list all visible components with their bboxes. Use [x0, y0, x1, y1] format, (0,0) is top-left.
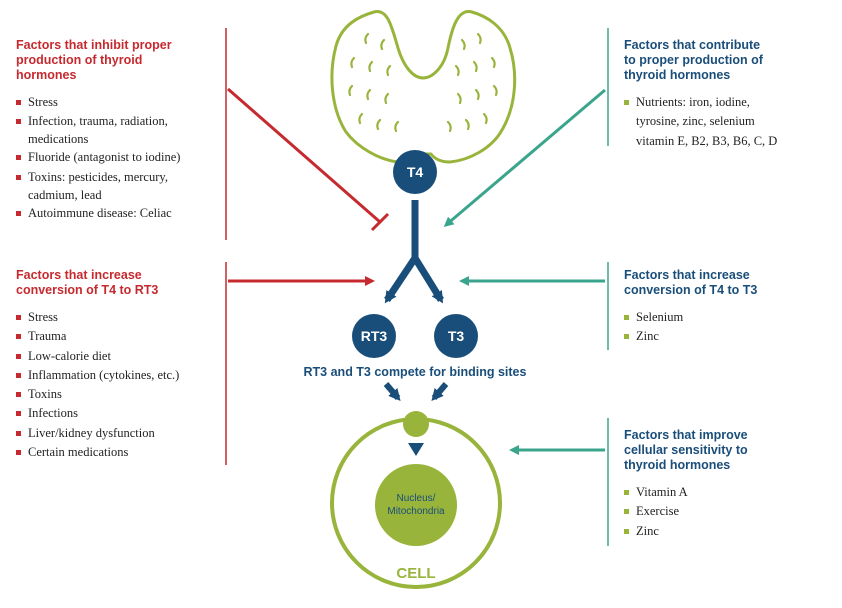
increase-t3-panel: Factors that increase conversion of T4 t… [624, 268, 834, 347]
increase-t3-list: Selenium Zinc [624, 308, 834, 347]
bullet-icon [16, 155, 21, 161]
list-item: Certain medications [16, 443, 221, 462]
bullet-icon [16, 450, 21, 456]
list-item: Fluoride (antagonist to iodine) [16, 148, 221, 167]
increase-rt3-list: Stress Trauma Low-calorie diet Inflammat… [16, 308, 221, 462]
bullet-icon [16, 372, 21, 378]
cellular-sensitivity-panel: Factors that improve cellular sensitivit… [624, 428, 834, 541]
receptor-arrow-icon [408, 443, 424, 456]
list-item: Stress [16, 308, 221, 327]
conversion-arrows [384, 200, 444, 304]
list-item: Trauma [16, 327, 221, 346]
bullet-icon [624, 528, 629, 534]
list-item: Exercise [624, 502, 834, 521]
binding-arrows [383, 382, 449, 402]
nucleus-label-line2: Mitochondria [387, 506, 445, 517]
inhibit-production-title: Factors that inhibit proper production o… [16, 38, 172, 82]
t3-label: T3 [448, 328, 465, 344]
bullet-icon [16, 100, 21, 105]
rt3-node: RT3 [352, 314, 396, 358]
t3-node: T3 [434, 314, 478, 358]
increase-rt3-panel: Factors that increase conversion of T4 t… [16, 268, 221, 462]
nucleus [375, 464, 457, 546]
bullet-icon [16, 174, 21, 180]
bullet-icon [624, 334, 629, 340]
nucleus-label-line1: Nucleus/ [397, 493, 436, 504]
bullet-icon [624, 315, 629, 320]
bullet-icon [16, 430, 21, 436]
contribute-production-title: Factors that contribute to proper produc… [624, 38, 763, 82]
t4-node: T4 [393, 150, 437, 194]
bullet-icon [16, 334, 21, 340]
contribute-production-arrow [443, 88, 606, 227]
list-item: Vitamin A [624, 483, 834, 502]
bullet-icon [16, 353, 21, 359]
list-item: Liver/kidney dysfunction [16, 424, 221, 443]
list-item: Autoimmune disease: Celiac [16, 204, 221, 223]
cell-label: CELL [396, 565, 435, 582]
list-item: Infections [16, 404, 221, 423]
list-item: Toxins [16, 385, 221, 404]
increase-rt3-title: Factors that increase conversion of T4 t… [16, 268, 159, 297]
inhibit-production-connector [227, 87, 390, 232]
inhibit-production-panel: Factors that inhibit proper production o… [16, 38, 221, 223]
compete-caption: RT3 and T3 compete for binding sites [304, 365, 527, 379]
cellular-sensitivity-title: Factors that improve cellular sensitivit… [624, 428, 748, 472]
bullet-icon [624, 509, 629, 515]
list-item: Selenium [624, 308, 834, 327]
list-item: Inflammation (cytokines, etc.) [16, 366, 221, 385]
bullet-icon [624, 100, 629, 105]
contribute-production-panel: Factors that contribute to proper produc… [624, 38, 834, 151]
list-item: Nutrients: iron, iodine, tyrosine, zinc,… [624, 93, 834, 151]
list-item: Stress [16, 93, 221, 112]
bullet-icon [16, 210, 21, 216]
cellular-sensitivity-list: Vitamin A Exercise Zinc [624, 483, 834, 541]
rt3-label: RT3 [361, 328, 388, 344]
thyroid-gland-icon [330, 10, 517, 164]
receptor-node [403, 411, 429, 437]
list-item: Low-calorie diet [16, 347, 221, 366]
bullet-icon [16, 119, 21, 125]
bullet-icon [624, 490, 629, 495]
list-item: Zinc [624, 522, 834, 541]
contribute-production-list: Nutrients: iron, iodine, tyrosine, zinc,… [624, 93, 834, 151]
inhibit-production-list: Stress Infection, trauma, radiation, med… [16, 93, 221, 223]
bullet-icon [16, 411, 21, 417]
list-item: Zinc [624, 327, 834, 346]
t4-label: T4 [407, 164, 424, 180]
increase-t3-title: Factors that increase conversion of T4 t… [624, 268, 758, 297]
bullet-icon [16, 315, 21, 320]
cell-diagram: Nucleus/ Mitochondria CELL [330, 411, 502, 589]
bullet-icon [16, 392, 21, 398]
list-item: Infection, trauma, radiation, medication… [16, 112, 221, 148]
list-item: Toxins: pesticides, mercury, cadmium, le… [16, 168, 221, 204]
